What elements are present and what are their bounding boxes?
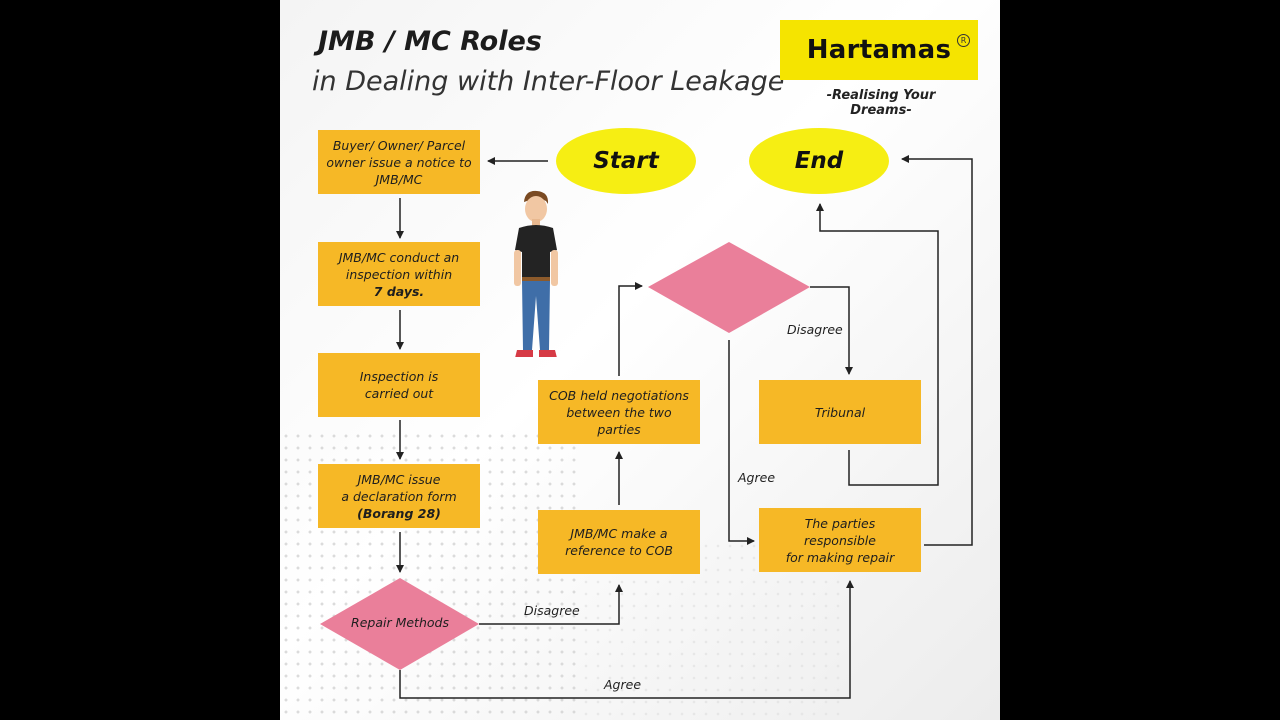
step-conduct-inspection: JMB/MC conduct an inspection within 7 da… xyxy=(318,242,480,306)
step2-line1: JMB/MC conduct an xyxy=(338,249,460,265)
arrow-diamond-agree-to-parties xyxy=(728,340,755,545)
infographic-panel: JMB / MC Roles in Dealing with Inter-Flo… xyxy=(280,0,1000,720)
arrow-diamond-disagree-to-tribunal xyxy=(810,286,853,375)
parties-line1: The parties responsible xyxy=(804,515,876,548)
label-agree-bottom: Agree xyxy=(604,677,642,692)
step1-line2: owner issue a notice to xyxy=(326,154,472,170)
label-disagree-bottom: Disagree xyxy=(524,603,580,618)
step2-line3: 7 days. xyxy=(373,283,425,299)
end-terminal: End xyxy=(749,128,889,194)
arrow-decision-agree-to-parties xyxy=(399,580,854,699)
brand-tagline: -Realising Your Dreams- xyxy=(826,88,936,118)
parties-line2: for making repair xyxy=(785,549,895,565)
logo-text: Hartamas xyxy=(806,35,952,65)
tribunal-label: Tribunal xyxy=(814,404,866,420)
reference-line1: JMB/MC make a xyxy=(570,526,668,541)
step1-line1: Buyer/ Owner/ Parcel xyxy=(332,137,466,153)
step-tribunal: Tribunal xyxy=(759,380,921,444)
step3-line2: carried out xyxy=(364,386,434,401)
step4-line2: a declaration form xyxy=(341,488,457,504)
step3-line1: Inspection is xyxy=(359,369,439,384)
decision-diamond-repair xyxy=(320,578,479,670)
step1-line3: JMB/MC xyxy=(375,171,423,187)
step-cob-negotiation: COB held negotiations between the two pa… xyxy=(538,380,700,444)
label-agree-top: Agree xyxy=(738,470,776,485)
step-parties-repair: The parties responsible for making repai… xyxy=(759,508,921,572)
hartamas-logo: Hartamas R xyxy=(780,20,978,80)
start-terminal: Start xyxy=(556,128,696,194)
person-illustration xyxy=(514,190,558,359)
decision-repair-label: Repair Methods xyxy=(351,615,449,630)
label-disagree-top: Disagree xyxy=(787,322,843,337)
step-issue-declaration: JMB/MC issue a declaration form (Borang … xyxy=(318,464,480,528)
negotiation-line2: between the two parties xyxy=(566,404,672,437)
negotiation-line1: COB held negotiations xyxy=(549,387,689,403)
registered-mark-icon: R xyxy=(957,34,970,47)
step4-line3: (Borang 28) xyxy=(357,505,441,521)
reference-line2: reference to COB xyxy=(565,543,673,558)
arrow-parties-to-end xyxy=(901,155,973,546)
arrow-decision-disagree-to-cob xyxy=(479,584,623,625)
arrow-negotiation-to-diamond xyxy=(618,282,643,376)
decision-diamond-negotiation xyxy=(648,242,810,333)
step2-line2: inspection within xyxy=(345,266,453,282)
step4-line1: JMB/MC issue xyxy=(357,471,441,487)
page-subtitle: in Dealing with Inter-Floor Leakage xyxy=(312,66,785,97)
flowchart-connectors xyxy=(320,155,973,699)
step-reference-cob: JMB/MC make a reference to COB xyxy=(538,510,700,574)
arrow-tribunal-to-end xyxy=(816,203,939,486)
step-issue-notice: Buyer/ Owner/ Parcel owner issue a notic… xyxy=(318,130,480,194)
page-title: JMB / MC Roles xyxy=(318,26,542,57)
step-inspection-carried-out: Inspection is carried out xyxy=(318,353,480,417)
